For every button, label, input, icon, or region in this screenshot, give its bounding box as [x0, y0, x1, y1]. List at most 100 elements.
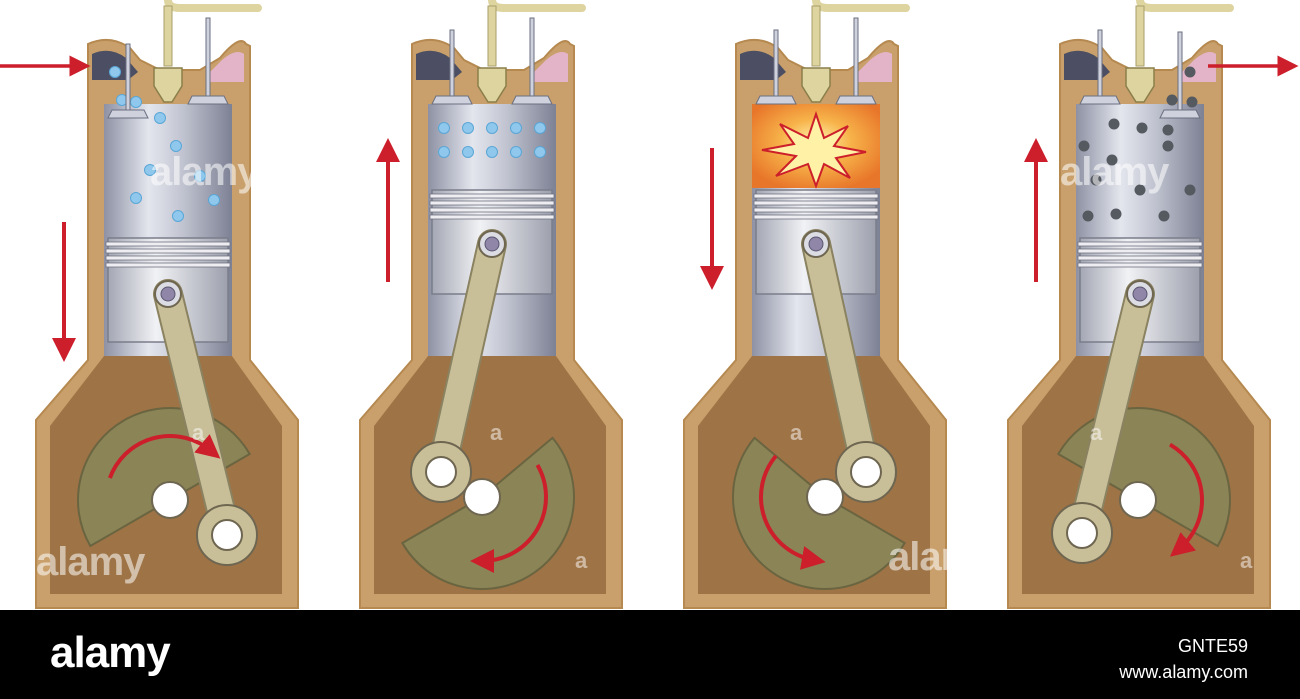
crankshaft-hole [463, 478, 501, 516]
compressed-particle [438, 122, 450, 134]
connecting-rod [803, 231, 879, 485]
intake-valve-head [755, 95, 797, 105]
crankshaft-hole [1119, 481, 1157, 519]
piston-ring [105, 248, 231, 254]
compressed-particle [510, 146, 522, 158]
piston-ring [429, 193, 555, 199]
spark-plug-wire [812, 0, 910, 12]
compressed-particle [510, 122, 522, 134]
intake-particle [154, 112, 166, 124]
intake-particle [109, 66, 121, 78]
exhaust-valve-head [1159, 109, 1201, 119]
intake-particle [170, 140, 182, 152]
exhaust-particle [1184, 66, 1196, 78]
intake-particle [130, 96, 142, 108]
exhaust-valve-stem [205, 17, 211, 97]
exhaust-particle [1078, 140, 1090, 152]
spark-plug-wire [488, 0, 586, 12]
piston-pin [160, 286, 176, 302]
piston-ring [105, 241, 231, 247]
footer-url: www.alamy.com [1119, 662, 1248, 682]
exhaust-port [858, 52, 892, 82]
piston-ring [753, 207, 879, 213]
piston-ring [429, 214, 555, 220]
compressed-particle [438, 146, 450, 158]
piston-ring [1077, 241, 1203, 247]
four-stroke-diagram: alamy alamy alamy alamy a a a a a a [0, 0, 1299, 609]
diagram-canvas [0, 0, 1299, 609]
rotation-arrow-icon [470, 464, 548, 573]
exhaust-particle [1136, 122, 1148, 134]
spark-plug-stem [811, 5, 821, 67]
exhaust-particle [1162, 140, 1174, 152]
exhaust-valve-head [511, 95, 553, 105]
compressed-particle [486, 122, 498, 134]
exhaust-particle [1108, 118, 1120, 130]
engine-unit-intake [0, 0, 299, 609]
exhaust-particle [1134, 184, 1146, 196]
exhaust-particle [1082, 210, 1094, 222]
rotation-arrow-icon [759, 454, 826, 570]
exhaust-particle [1184, 184, 1196, 196]
spark-plug-icon [1125, 67, 1155, 103]
intake-particle [208, 194, 220, 206]
connecting-rod [155, 281, 240, 548]
exhaust-valve-head [835, 95, 877, 105]
compressed-particle [534, 122, 546, 134]
crank-pin-hole [211, 519, 243, 551]
spark-plug-stem [487, 5, 497, 67]
exhaust-particle [1186, 96, 1198, 108]
compressed-particle [462, 122, 474, 134]
spark-plug-stem [1135, 5, 1145, 67]
intake-particle [144, 164, 156, 176]
intake-particle [130, 192, 142, 204]
crankshaft-hole [151, 481, 189, 519]
engine-unit-compression [359, 0, 623, 609]
piston-ring [753, 193, 879, 199]
footer-logo: alamy [50, 628, 171, 677]
exhaust-valve-stem [529, 17, 535, 97]
piston-pin [808, 236, 824, 252]
piston-ring [753, 200, 879, 206]
exhaust-valve-stem [1177, 31, 1183, 111]
piston-pin [1132, 286, 1148, 302]
crank-pin-hole [1066, 517, 1098, 549]
compressed-particle [534, 146, 546, 158]
exhaust-particle [1162, 124, 1174, 136]
intake-particle [194, 170, 206, 182]
rotation-arrow-icon [1168, 442, 1204, 557]
exhaust-particle [1090, 174, 1102, 186]
crankshaft-hole [806, 478, 844, 516]
footer-bar: alamy GNTE59 www.alamy.com [0, 610, 1300, 699]
piston-ring [105, 255, 231, 261]
spark-plug-wire [1136, 0, 1234, 12]
intake-valve-stem [449, 29, 455, 97]
intake-valve-head [431, 95, 473, 105]
intake-valve-head [1079, 95, 1121, 105]
piston-ring [429, 200, 555, 206]
footer-image-id: GNTE59 [1177, 636, 1248, 656]
rotation-arrow-icon [107, 434, 221, 479]
crank-pin-hole [425, 456, 457, 488]
piston-ring [1077, 255, 1203, 261]
exhaust-particle [1106, 154, 1118, 166]
intake-valve-head [107, 109, 149, 119]
engine-unit-exhaust [1007, 0, 1299, 609]
spark-plug-stem [163, 5, 173, 67]
compressed-particle [462, 146, 474, 158]
spark-plug-icon [477, 67, 507, 103]
connecting-rod [428, 231, 505, 485]
connecting-rod [1069, 281, 1153, 546]
intake-particle [172, 210, 184, 222]
piston-ring [753, 214, 879, 220]
exhaust-particle [1158, 210, 1170, 222]
spark-plug-icon [153, 67, 183, 103]
exhaust-particle [1166, 94, 1178, 106]
exhaust-particle [1110, 208, 1122, 220]
piston-ring [1077, 262, 1203, 268]
spark-burst-icon [761, 110, 867, 189]
piston-ring [105, 262, 231, 268]
piston-ring [429, 207, 555, 213]
exhaust-valve-head [187, 95, 229, 105]
intake-valve-stem [773, 29, 779, 97]
